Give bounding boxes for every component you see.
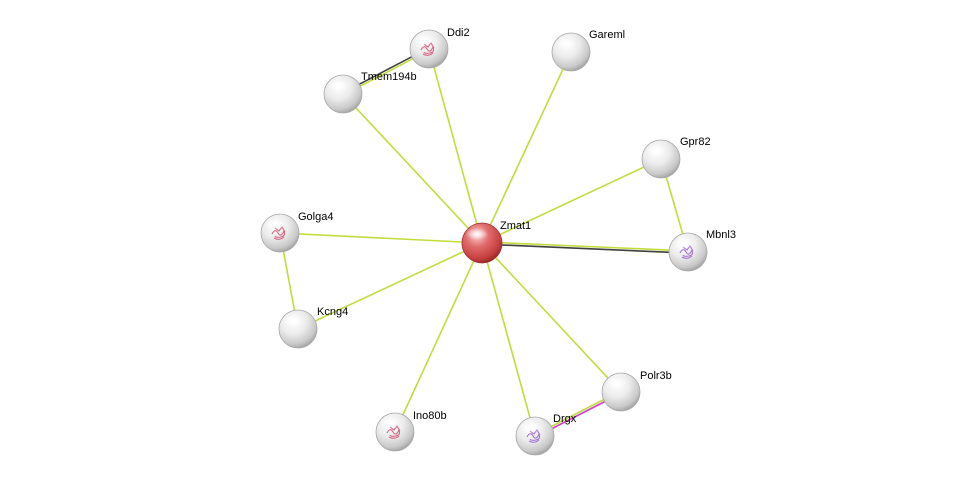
- edge-zmat1-golga4: [279, 232, 483, 244]
- node-kcng4[interactable]: Kcng4: [278, 306, 348, 349]
- node-label: Golga4: [298, 211, 333, 223]
- edge-zmat1-ddi2: [428, 48, 483, 244]
- node-highlight: [519, 421, 541, 434]
- node-highlight: [282, 314, 304, 327]
- edge-zmat1-tmem194b: [342, 93, 483, 244]
- edge-line: [481, 158, 662, 244]
- node-label: Tmem194b: [361, 71, 417, 83]
- node-ino80b[interactable]: Ino80b: [375, 410, 447, 452]
- node-polr3b[interactable]: Polr3b: [601, 370, 672, 412]
- node-label: Polr3b: [640, 370, 672, 382]
- node-gpr82[interactable]: Gpr82: [641, 136, 711, 179]
- node-mbnl3[interactable]: Mbnl3: [668, 229, 736, 272]
- edge-line: [394, 242, 483, 433]
- node-highlight: [264, 218, 286, 231]
- edge-line: [428, 48, 483, 244]
- node-highlight: [413, 34, 435, 47]
- node-highlight: [555, 37, 577, 50]
- node-zmat1[interactable]: Zmat1: [461, 220, 531, 264]
- edge-zmat1-gpr82: [481, 158, 662, 244]
- node-highlight: [645, 144, 667, 157]
- node-highlight: [605, 377, 627, 390]
- node-highlight: [379, 417, 401, 430]
- node-label: Gareml: [589, 29, 625, 41]
- edge-zmat1-polr3b: [481, 242, 622, 393]
- edge-zmat1-ino80b: [394, 242, 483, 433]
- node-label: Ddi2: [447, 27, 470, 39]
- edge-line: [342, 93, 483, 244]
- edge-line: [481, 242, 536, 437]
- node-highlight: [672, 237, 694, 250]
- nodes-layer: Zmat1 Ddi2 GaremlTmem194bGpr82Golga4Mbnl3K…: [260, 27, 736, 456]
- node-label: Ino80b: [413, 410, 447, 422]
- edge-line: [279, 232, 483, 244]
- edge-line: [481, 51, 572, 244]
- edge-line: [482, 241, 689, 252]
- edge-line: [297, 242, 483, 330]
- edge-zmat1-kcng4: [297, 242, 483, 330]
- edge-line: [481, 242, 622, 393]
- node-label: Drgx: [553, 413, 577, 425]
- node-tmem194b[interactable]: Tmem194b: [323, 71, 417, 114]
- node-ddi2[interactable]: Ddi2: [409, 27, 470, 69]
- node-label: Zmat1: [500, 220, 531, 232]
- node-highlight: [327, 79, 349, 92]
- node-label: Kcng4: [317, 306, 348, 318]
- edge-zmat1-gareml: [481, 51, 572, 244]
- node-drgx[interactable]: Drgx: [515, 413, 577, 456]
- edge-zmat1-mbnl3: [481, 241, 689, 254]
- node-highlight: [466, 228, 488, 240]
- edge-zmat1-drgx: [481, 242, 536, 437]
- node-label: Mbnl3: [706, 229, 736, 241]
- node-label: Gpr82: [680, 136, 711, 148]
- node-gareml[interactable]: Gareml: [551, 29, 625, 72]
- edge-line: [481, 243, 688, 254]
- node-golga4[interactable]: Golga4: [260, 211, 333, 253]
